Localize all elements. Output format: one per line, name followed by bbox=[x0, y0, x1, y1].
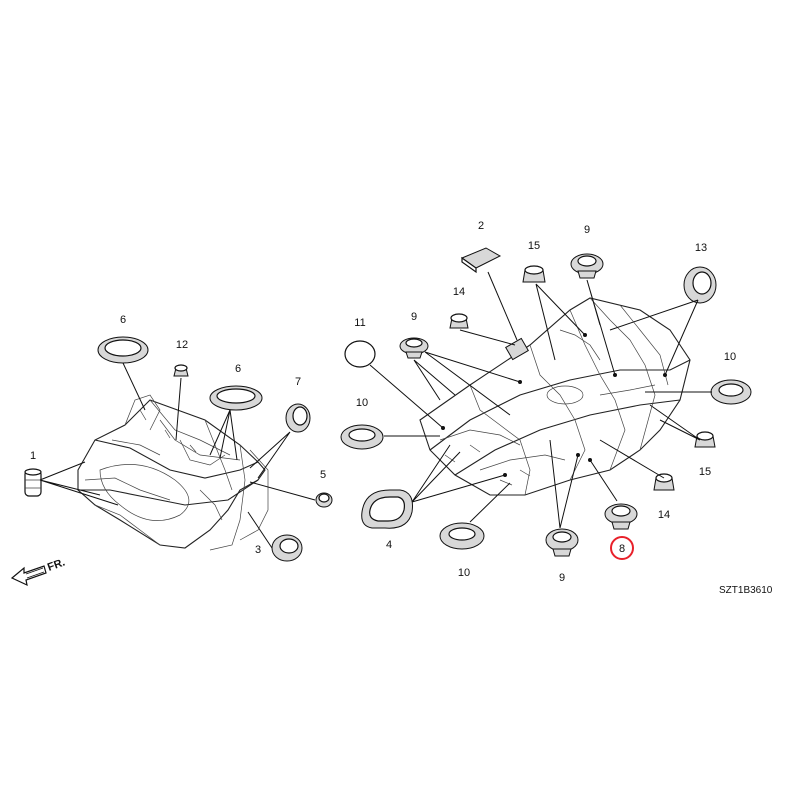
front-direction-indicator: FR. bbox=[10, 556, 67, 587]
callout-6-top[interactable]: 6 bbox=[120, 314, 126, 326]
callout-9-bottom[interactable]: 9 bbox=[559, 572, 565, 584]
callout-13[interactable]: 13 bbox=[695, 242, 707, 254]
front-label: FR. bbox=[46, 556, 67, 573]
callout-10-bottom[interactable]: 10 bbox=[458, 567, 470, 579]
callout-5[interactable]: 5 bbox=[320, 469, 326, 481]
callout-7[interactable]: 7 bbox=[295, 376, 301, 388]
callout-4[interactable]: 4 bbox=[386, 539, 392, 551]
callout-6-mid[interactable]: 6 bbox=[235, 363, 241, 375]
part-4-rect-grommet[interactable] bbox=[361, 489, 413, 529]
callout-9-top[interactable]: 9 bbox=[584, 224, 590, 236]
callout-14-right[interactable]: 14 bbox=[658, 509, 670, 521]
part-7-grommet[interactable] bbox=[285, 403, 311, 433]
part-6-oval-plug-2[interactable] bbox=[209, 385, 263, 411]
part-10-ring-right[interactable] bbox=[710, 379, 752, 405]
part-1-plug[interactable] bbox=[24, 468, 42, 497]
callout-8[interactable]: 8 bbox=[619, 543, 625, 555]
callout-14-top[interactable]: 14 bbox=[453, 286, 465, 298]
callout-9-left[interactable]: 9 bbox=[411, 311, 417, 323]
part-6-oval-plug[interactable] bbox=[97, 336, 149, 364]
floor-body-frame bbox=[419, 297, 691, 496]
part-13-grommet[interactable] bbox=[683, 266, 717, 304]
callout-1[interactable]: 1 bbox=[30, 450, 36, 462]
callout-15-top[interactable]: 15 bbox=[528, 240, 540, 252]
callout-10-left[interactable]: 10 bbox=[356, 397, 368, 409]
part-9-grommet[interactable] bbox=[399, 337, 429, 359]
callout-3[interactable]: 3 bbox=[255, 544, 261, 556]
part-15-clip[interactable] bbox=[522, 265, 546, 283]
callout-10-right[interactable]: 10 bbox=[724, 351, 736, 363]
part-14-plug-right[interactable] bbox=[653, 473, 675, 491]
front-body-frame bbox=[77, 394, 269, 551]
part-5-plug[interactable] bbox=[315, 492, 333, 508]
part-10-ring-bottom[interactable] bbox=[439, 522, 485, 550]
part-10-ring-left[interactable] bbox=[340, 424, 384, 450]
callout-15-right[interactable]: 15 bbox=[699, 466, 711, 478]
callout-2[interactable]: 2 bbox=[478, 220, 484, 232]
part-9-grommet-top[interactable] bbox=[570, 253, 604, 279]
part-15-clip-right[interactable] bbox=[694, 431, 716, 448]
diagram-code: SZT1B3610 bbox=[719, 585, 773, 596]
callout-11[interactable]: 11 bbox=[354, 317, 365, 329]
part-12-clip[interactable] bbox=[173, 364, 189, 377]
part-9-grommet-bottom[interactable] bbox=[545, 528, 579, 557]
leader-lines bbox=[39, 271, 712, 549]
part-14-plug[interactable] bbox=[449, 313, 469, 329]
part-2-pad[interactable] bbox=[460, 247, 502, 274]
callout-labels: 1 6 12 6 7 5 3 11 9 14 2 15 9 13 10 10 1… bbox=[30, 220, 736, 584]
part-11-disc[interactable] bbox=[344, 340, 376, 368]
callout-12[interactable]: 12 bbox=[176, 339, 188, 351]
part-8-grommet[interactable] bbox=[604, 503, 638, 530]
part-3-cap-plug[interactable] bbox=[271, 534, 303, 562]
highlight-ring-8 bbox=[610, 536, 634, 560]
front-arrow-icon bbox=[10, 565, 47, 587]
